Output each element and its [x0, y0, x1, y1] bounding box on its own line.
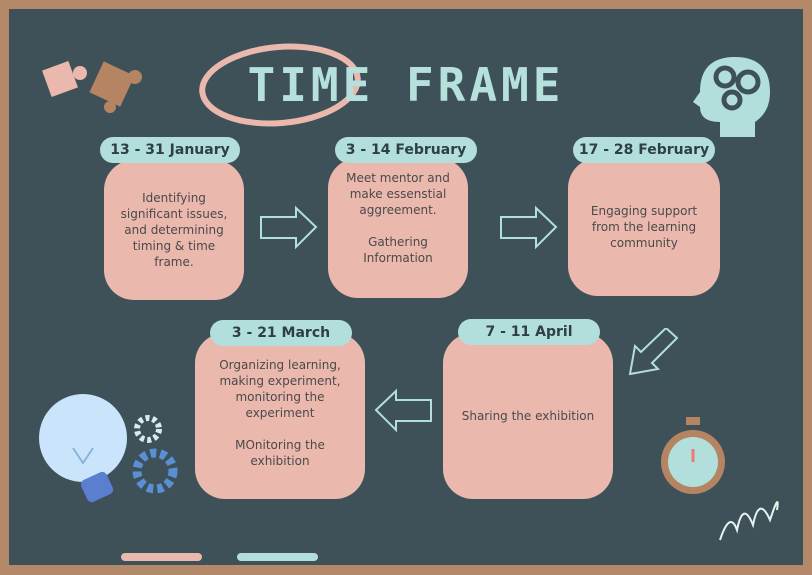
step-date-3: 17 - 28 February [573, 137, 715, 163]
step-date-2: 3 - 14 February [335, 137, 477, 163]
step-box-4: Sharing the exhibition [443, 333, 613, 499]
chalk-pink [121, 553, 202, 561]
lightbulb-gears-icon [39, 394, 178, 503]
head-gears-icon [693, 57, 770, 137]
arrow-left-icon [374, 388, 432, 433]
step-date-5: 3 - 21 March [210, 320, 352, 346]
step-box-1: Identifying significant issues, and dete… [104, 160, 244, 300]
step-box-3: Engaging support from the learning commu… [568, 158, 720, 296]
step-date-4: 7 - 11 April [458, 319, 600, 345]
spiral-doodle [719, 501, 779, 541]
puzzle-icon [42, 61, 142, 113]
title-circle-doodle [199, 43, 361, 127]
stopwatch-icon [661, 417, 725, 494]
step-date-1: 13 - 31 January [100, 137, 240, 163]
arrow-down-left-icon [628, 328, 679, 376]
step-text-5: Organizing learning, making experiment, … [219, 358, 341, 468]
chalk-teal [237, 553, 318, 561]
step-text-2: Meet mentor and make essenstial aggreeme… [346, 171, 450, 265]
step-text-4: Sharing the exhibition [461, 409, 595, 423]
page-title: TIME FRAME [247, 58, 565, 112]
arrow-right-icon [260, 205, 318, 250]
step-box-5: Organizing learning, making experiment, … [195, 333, 365, 499]
step-text-3: Engaging support from the learning commu… [590, 204, 698, 250]
step-box-2: Meet mentor and make essenstial aggreeme… [328, 158, 468, 298]
arrow-right-icon [500, 205, 558, 250]
step-text-1: Identifying significant issues, and dete… [120, 191, 228, 269]
